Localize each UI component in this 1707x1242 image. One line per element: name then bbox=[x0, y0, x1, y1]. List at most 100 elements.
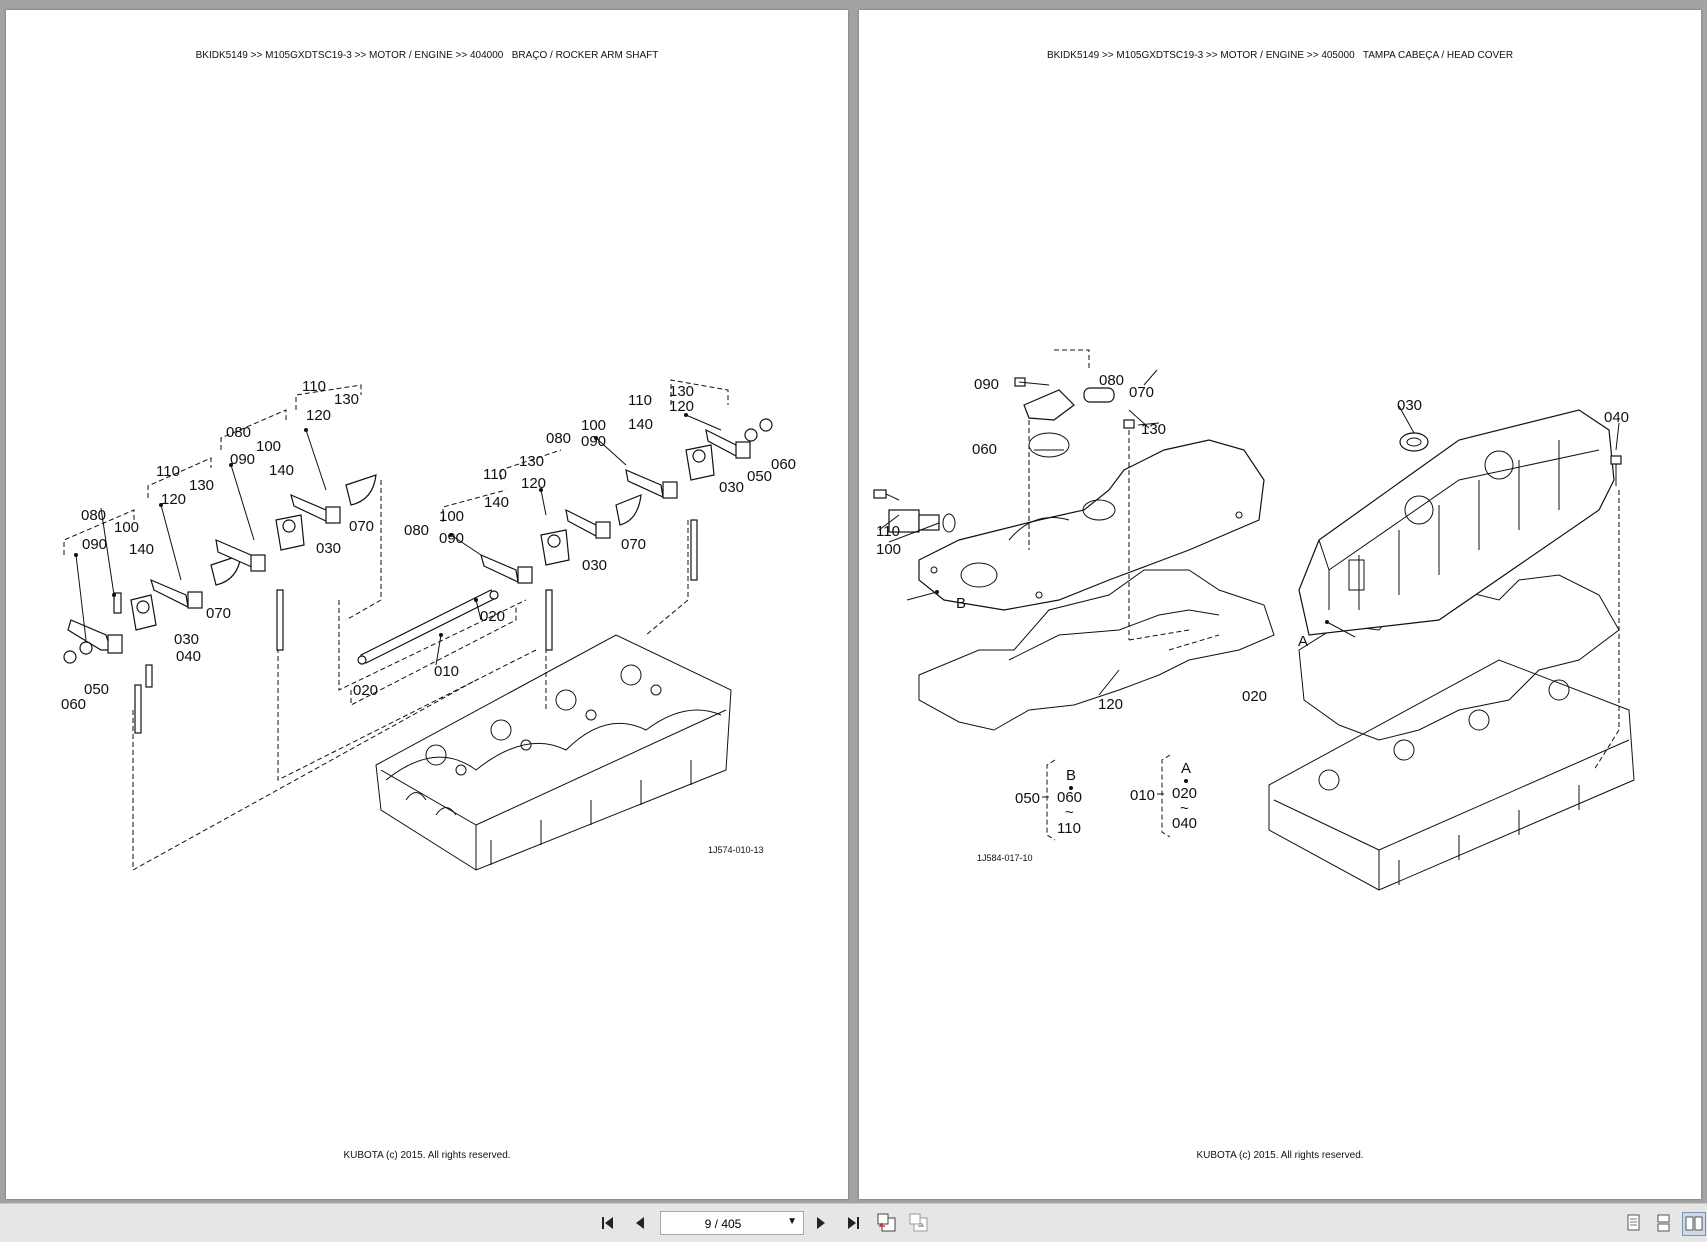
callout-020: 020 bbox=[1242, 688, 1267, 705]
callout-labels: 110 130 120 080 100 090 140 070 030 110 … bbox=[61, 378, 796, 713]
callout-120: 120 bbox=[521, 475, 546, 492]
callout-050: 050 bbox=[747, 468, 772, 485]
callout-050: 050 bbox=[84, 681, 109, 698]
page-footer: KUBOTA (c) 2015. All rights reserved. bbox=[343, 1150, 511, 1161]
back-view-icon bbox=[877, 1213, 896, 1232]
callout-030: 030 bbox=[719, 479, 744, 496]
callout-030: 030 bbox=[1397, 397, 1422, 414]
callout-130: 130 bbox=[519, 453, 544, 470]
svg-text:060: 060 bbox=[1057, 789, 1082, 806]
figure-code: 1J584-017-10 bbox=[977, 853, 1033, 863]
callout-040: 040 bbox=[1604, 409, 1629, 426]
callout-100: 100 bbox=[581, 417, 606, 434]
callout-130: 130 bbox=[189, 477, 214, 494]
two-page-view-button[interactable] bbox=[1682, 1212, 1706, 1236]
callout-130: 130 bbox=[334, 391, 359, 408]
callout-030: 030 bbox=[316, 540, 341, 557]
head-cover-010 bbox=[1298, 409, 1615, 636]
rocker-shaft-010 bbox=[357, 589, 499, 665]
rocker-arm-shaft-diagram: 110 130 120 080 100 090 140 070 030 110 … bbox=[61, 378, 796, 871]
callout-080: 080 bbox=[226, 424, 251, 441]
cylinder-head-drawing bbox=[1268, 659, 1635, 891]
breather-assembly bbox=[918, 439, 1265, 611]
callout-140: 140 bbox=[628, 416, 653, 433]
callout-090: 090 bbox=[439, 530, 464, 547]
callout-070: 070 bbox=[621, 536, 646, 553]
last-page-button[interactable] bbox=[842, 1212, 864, 1234]
svg-text:~: ~ bbox=[1065, 804, 1074, 821]
svg-text:A: A bbox=[1181, 760, 1191, 777]
page-number-input[interactable] bbox=[661, 1212, 785, 1236]
callout-a: A bbox=[1298, 633, 1308, 650]
callout-030: 030 bbox=[582, 557, 607, 574]
callout-010: 010 bbox=[434, 663, 459, 680]
sensor-100 bbox=[873, 489, 956, 533]
callout-090: 090 bbox=[82, 536, 107, 553]
leader-lines bbox=[878, 369, 1620, 696]
page-footer: KUBOTA (c) 2015. All rights reserved. bbox=[1196, 1150, 1364, 1161]
single-page-view-button[interactable] bbox=[1623, 1212, 1645, 1234]
rocker-arm-group-right bbox=[625, 418, 773, 499]
single-page-icon bbox=[1627, 1214, 1640, 1231]
callout-120: 120 bbox=[669, 398, 694, 415]
callout-080: 080 bbox=[546, 430, 571, 447]
callout-140: 140 bbox=[484, 494, 509, 511]
callout-020: 020 bbox=[480, 608, 505, 625]
figure-code: 1J574-010-13 bbox=[708, 845, 764, 855]
callout-110: 110 bbox=[483, 466, 507, 483]
callout-110: 110 bbox=[876, 523, 900, 540]
callout-labels: 090 080 070 130 060 030 040 110 100 B A … bbox=[876, 372, 1629, 713]
callout-080: 080 bbox=[1099, 372, 1124, 389]
callout-090: 090 bbox=[230, 451, 255, 468]
callout-100: 100 bbox=[439, 508, 464, 525]
callout-090: 090 bbox=[974, 376, 999, 393]
cover-070 bbox=[1023, 387, 1115, 458]
svg-text:020: 020 bbox=[1172, 785, 1197, 802]
continuous-page-icon bbox=[1657, 1214, 1670, 1232]
callout-020: 020 bbox=[353, 682, 378, 699]
callout-140: 140 bbox=[269, 462, 294, 479]
callout-120: 120 bbox=[306, 407, 331, 424]
previous-page-button[interactable] bbox=[629, 1212, 651, 1234]
forward-view-button[interactable] bbox=[908, 1212, 930, 1234]
head-cover-diagram: 090 080 070 130 060 030 040 110 100 B A … bbox=[873, 349, 1635, 891]
next-page-button[interactable] bbox=[810, 1212, 832, 1234]
bolt-040 bbox=[1610, 455, 1622, 486]
continuous-view-button[interactable] bbox=[1653, 1212, 1675, 1234]
svg-text:B: B bbox=[1066, 767, 1076, 784]
navigation-toolbar: ▼ bbox=[0, 1203, 1707, 1242]
legend-050: 050 B 060 ~ 110 bbox=[1015, 759, 1082, 841]
callout-070: 070 bbox=[349, 518, 374, 535]
callout-110: 110 bbox=[302, 378, 326, 395]
callout-080: 080 bbox=[404, 522, 429, 539]
chevron-down-icon[interactable]: ▼ bbox=[787, 1216, 797, 1227]
first-page-button[interactable] bbox=[598, 1212, 620, 1234]
callout-060: 060 bbox=[771, 456, 796, 473]
callout-130: 130 bbox=[1141, 421, 1166, 438]
page-header: BKIDK5149 >> M105GXDTSC19-3 >> MOTOR / E… bbox=[1046, 50, 1514, 61]
callout-b: B bbox=[956, 595, 966, 612]
back-view-button[interactable] bbox=[876, 1212, 898, 1234]
rocker-arm-group-left bbox=[63, 474, 377, 688]
callout-070: 070 bbox=[1129, 384, 1154, 401]
callout-110: 110 bbox=[156, 463, 180, 480]
forward-view-icon bbox=[909, 1213, 928, 1232]
oil-cap-030 bbox=[1399, 432, 1429, 452]
svg-text:~: ~ bbox=[1180, 800, 1189, 817]
callout-040: 040 bbox=[176, 648, 201, 665]
callout-060: 060 bbox=[61, 696, 86, 713]
callout-030: 030 bbox=[174, 631, 199, 648]
legend-010: 010 A 020 ~ 040 bbox=[1130, 754, 1197, 838]
cylinder-head-drawing bbox=[375, 634, 732, 871]
callout-120: 120 bbox=[161, 491, 186, 508]
svg-text:050: 050 bbox=[1015, 790, 1040, 807]
callout-100: 100 bbox=[114, 519, 139, 536]
svg-text:010: 010 bbox=[1130, 787, 1155, 804]
page-header: BKIDK5149 >> M105GXDTSC19-3 >> MOTOR / E… bbox=[195, 50, 659, 61]
svg-text:110: 110 bbox=[1057, 820, 1081, 837]
page-left: BKIDK5149 >> M105GXDTSC19-3 >> MOTOR / E… bbox=[6, 10, 848, 1199]
callout-100: 100 bbox=[256, 438, 281, 455]
callout-060: 060 bbox=[972, 441, 997, 458]
document-viewer: BKIDK5149 >> M105GXDTSC19-3 >> MOTOR / E… bbox=[6, 10, 1701, 1199]
page-number-field[interactable]: ▼ bbox=[660, 1211, 804, 1236]
